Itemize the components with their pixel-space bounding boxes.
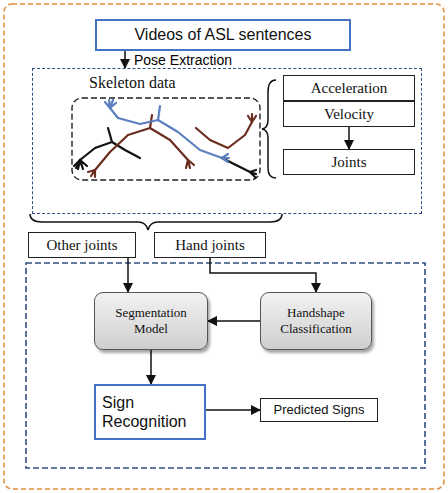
group-box: Skeleton data AccelerationVelocityJoints (32, 68, 422, 214)
joint-box: Other joints (28, 232, 136, 258)
outer-frame (4, 4, 444, 489)
skeleton-frame (72, 98, 260, 180)
arrow-connector (348, 127, 350, 149)
feature-box: Velocity (283, 101, 415, 127)
arrow-connector (208, 320, 260, 322)
arrow-connector (150, 350, 152, 384)
result-box: Predicted Signs (260, 398, 378, 422)
node-text: Other joints (46, 236, 117, 254)
curly-brace (262, 80, 276, 178)
node-text: Segmentation Model (99, 305, 203, 336)
node-text: Velocity (324, 105, 374, 123)
node-text: Joints (331, 153, 366, 171)
node-text: Predicted Signs (273, 402, 364, 418)
arrow-connector (127, 258, 129, 292)
process-box: Handshape Classification (260, 292, 372, 350)
joint-box: Hand joints (154, 232, 266, 258)
edge-label: Pose Extraction (132, 52, 234, 68)
node-text: Acceleration (311, 79, 388, 97)
arrow-connector (210, 258, 316, 292)
process-box: Segmentation Model (94, 292, 208, 350)
node-text: Sign Recognition (102, 393, 198, 431)
output-box: Sign Recognition (94, 384, 206, 440)
feature-box: Joints (283, 149, 415, 175)
arrow-connector (124, 51, 126, 68)
node-text: Videos of ASL sentences (134, 25, 311, 44)
node-text: Handshape Classification (265, 305, 367, 336)
lower-group-frame (26, 263, 425, 468)
feature-box: Acceleration (283, 75, 415, 101)
node-text: Hand joints (175, 236, 245, 254)
input-box: Videos of ASL sentences (95, 19, 351, 51)
curly-brace (30, 214, 282, 230)
arrow-connector (206, 409, 260, 411)
skeleton-illustration (74, 100, 256, 177)
node-text: Skeleton data (89, 73, 176, 92)
